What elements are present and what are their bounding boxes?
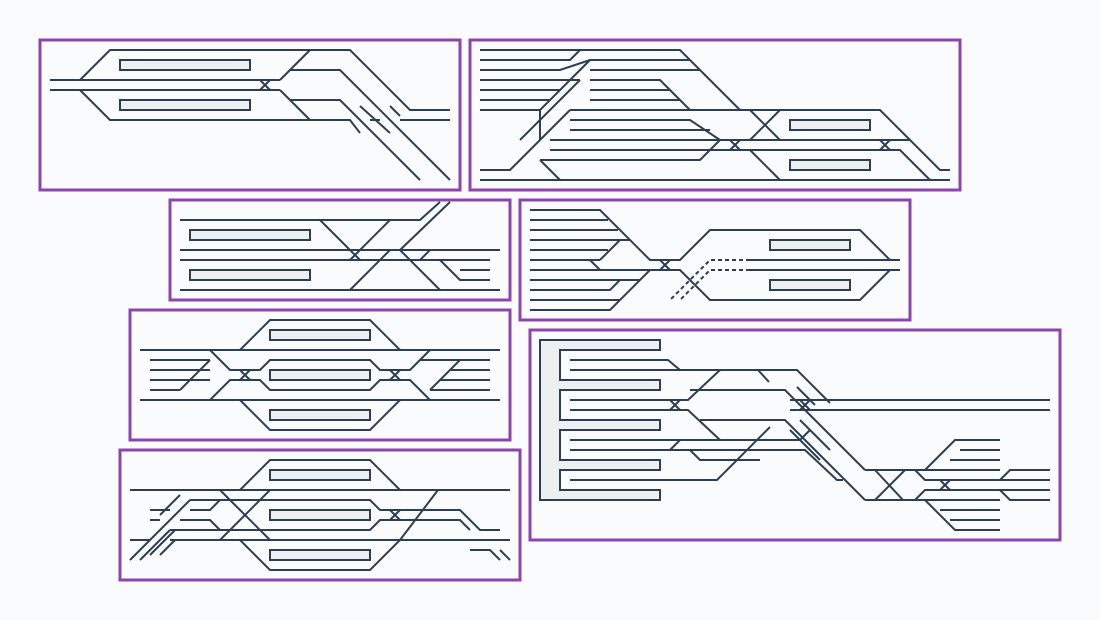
track [140, 319, 500, 431]
panel-border [38, 38, 462, 192]
track [50, 49, 451, 181]
platform [119, 59, 251, 71]
station-layout-5 [128, 308, 512, 442]
platform [769, 239, 851, 251]
panel-border [118, 448, 522, 582]
panel-border [528, 328, 1062, 542]
platform [269, 409, 371, 421]
platform-comb [539, 339, 661, 501]
platform [119, 99, 251, 111]
platform [269, 369, 371, 381]
track [480, 49, 950, 181]
platform [769, 279, 851, 291]
platform [269, 509, 371, 521]
track [129, 459, 511, 571]
platform [789, 159, 871, 171]
platform [269, 549, 371, 561]
platform [269, 469, 371, 481]
station-layout-1 [38, 38, 462, 192]
track [530, 209, 900, 311]
platform [189, 269, 311, 281]
track-planned [669, 259, 750, 301]
platform [189, 229, 311, 241]
panel-border [468, 38, 962, 192]
station-layout-2 [468, 38, 962, 192]
station-layout-7 [528, 328, 1062, 542]
station-layout-6 [118, 448, 522, 582]
platform [789, 119, 871, 131]
panel-border [518, 198, 912, 322]
platform [269, 329, 371, 341]
panel-border [168, 198, 512, 302]
panel-border [128, 308, 512, 442]
track [180, 201, 500, 291]
station-layout-4 [518, 198, 912, 322]
station-layout-3 [168, 198, 512, 302]
track [570, 359, 1050, 531]
